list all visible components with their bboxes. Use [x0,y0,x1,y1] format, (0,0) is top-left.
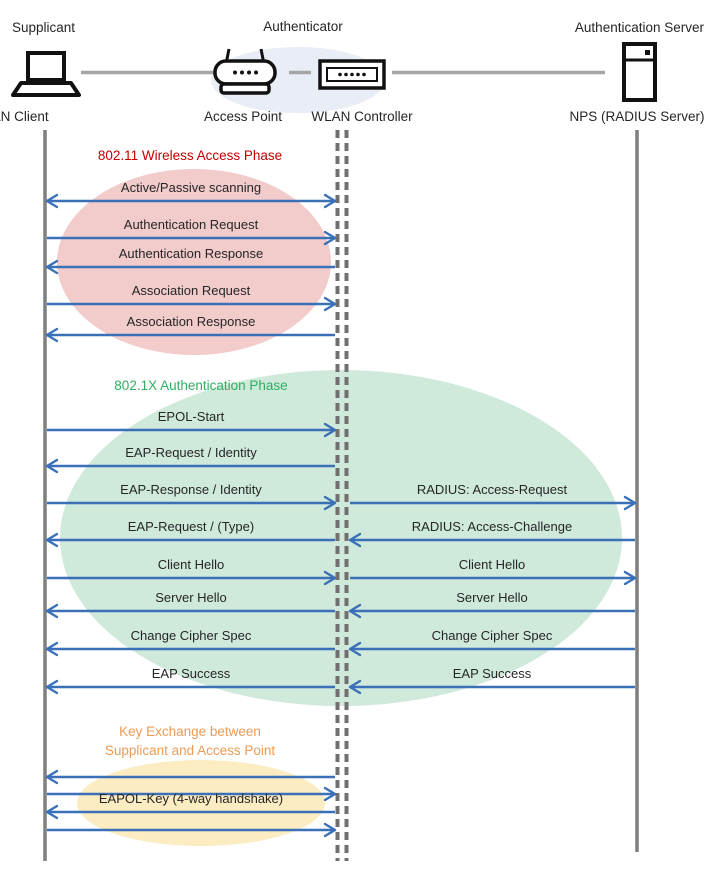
arrowhead [45,193,59,209]
phase2-ellipse [60,370,622,706]
message-label: EAP-Request / (Type) [127,519,255,534]
access-point-icon [208,46,282,100]
wlan-controller-label: WLAN Controller [311,109,413,124]
arrowhead [348,641,362,657]
wlan-client-label: WLAN Client [0,109,49,124]
message-label: EAP Success [151,666,231,681]
message-label: EAP-Response / Identity [120,482,262,497]
arrowhead [45,603,59,619]
arrowhead [45,679,59,695]
arrowhead [45,327,59,343]
arrowhead [45,641,59,657]
laptop-icon [8,50,84,102]
wlan-controller-icon [318,59,386,91]
arrowhead [323,495,337,511]
arrowhead [323,296,337,312]
authenticator-role-label: Authenticator [263,19,343,34]
phase1-title: 802.11 Wireless Access Phase [97,148,283,163]
arrowhead [348,603,362,619]
arrowhead [323,422,337,438]
server-icon [621,42,659,102]
arrowhead [323,822,337,838]
phase1-ellipse [57,169,331,355]
phase3-title-line2: Supplicant and Access Point [104,743,276,758]
authentication-server-role-label: Authentication Server [574,20,704,35]
message-label: Change Cipher Spec [431,628,553,643]
message-label: Association Request [131,283,251,298]
message-label: RADIUS: Access-Challenge [411,519,573,534]
arrowhead [45,804,59,820]
nps-radius-server-label: NPS (RADIUS Server) [569,109,705,124]
message-label: Active/Passive scanning [120,180,262,195]
arrowhead [323,193,337,209]
message-label: Server Hello [456,590,528,605]
arrowhead [45,532,59,548]
arrowhead [323,570,337,586]
message-label: EAPOL-Key (4-way handshake) [98,791,284,806]
arrowhead [348,679,362,695]
arrowhead [348,532,362,548]
phase3-ellipse [77,760,325,846]
arrowhead [45,769,59,785]
message-label: Server Hello [155,590,227,605]
arrowhead [45,458,59,474]
message-label: EAP Success [452,666,532,681]
message-label: Authentication Request [123,217,259,232]
message-label: Client Hello [157,557,225,572]
supplicant-role-label: Supplicant [12,20,76,35]
message-label: Client Hello [458,557,526,572]
arrowhead [623,570,637,586]
phase3-title-line1: Key Exchange between [119,724,261,739]
arrowhead [323,230,337,246]
message-label: EPOL-Start [157,409,225,424]
message-label: Change Cipher Spec [130,628,252,643]
arrowhead [323,786,337,802]
message-label: RADIUS: Access-Request [416,482,568,497]
message-label: EAP-Request / Identity [125,445,257,460]
message-label: Association Response [126,314,256,329]
arrowhead [623,495,637,511]
phase2-title: 802.1X Authentication Phase [114,378,288,393]
message-label: Authentication Response [118,246,264,261]
arrowhead [45,259,59,275]
access-point-label: Access Point [203,109,283,124]
